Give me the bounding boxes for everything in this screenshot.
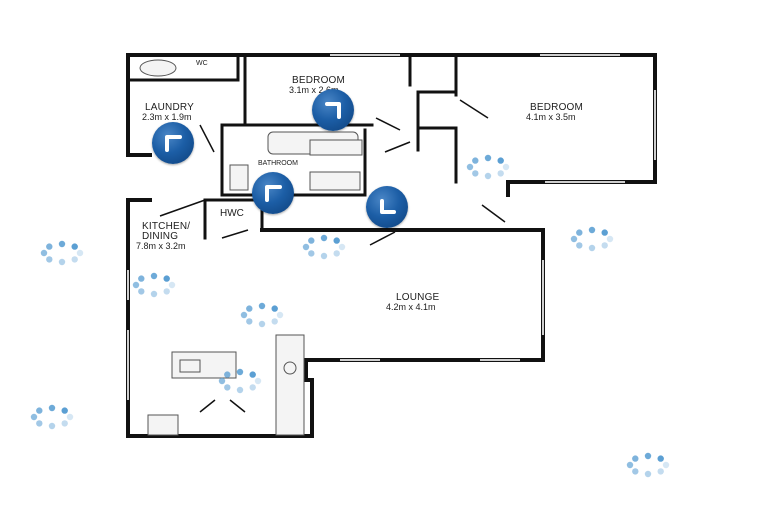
room-label-kitchen-line1: KITCHEN/ bbox=[142, 221, 191, 232]
room-label-bedroom-2: BEDROOM bbox=[292, 75, 346, 86]
wall-lounge-bottom bbox=[304, 358, 545, 382]
room-label-bedroom-1: BEDROOM bbox=[530, 102, 584, 113]
toilet bbox=[139, 59, 177, 77]
room-label-wc: WC bbox=[196, 60, 208, 67]
room-size-bedroom-1: 4.1m x 3.5m bbox=[526, 112, 576, 122]
door-bed2 bbox=[375, 117, 401, 131]
loading-spinner-icon bbox=[298, 232, 350, 262]
room-label-bathroom: BATHROOM bbox=[258, 160, 298, 167]
door-bed1 bbox=[459, 99, 489, 119]
door-lounge bbox=[369, 231, 396, 246]
room-label-lounge: LOUNGE bbox=[396, 292, 440, 303]
loading-spinner-icon bbox=[622, 450, 674, 480]
camera-view-marker-icon[interactable] bbox=[152, 122, 194, 164]
door-bathroom bbox=[384, 141, 411, 153]
cupboard bbox=[309, 139, 363, 156]
hob bbox=[283, 361, 297, 375]
room-size-lounge: 4.2m x 4.1m bbox=[386, 302, 436, 312]
loading-spinner-icon bbox=[26, 402, 78, 432]
door-bottom bbox=[199, 399, 246, 413]
loading-spinner-icon bbox=[128, 270, 180, 300]
room-size-kitchen: 7.8m x 3.2m bbox=[136, 241, 186, 251]
camera-view-marker-icon[interactable] bbox=[366, 186, 408, 228]
room-size-laundry: 2.3m x 1.9m bbox=[142, 112, 192, 122]
door-kitchen bbox=[159, 199, 206, 217]
stove bbox=[147, 414, 179, 436]
wall-hall-closet bbox=[416, 90, 458, 152]
door-hall bbox=[481, 204, 506, 223]
bench-right bbox=[275, 334, 305, 436]
room-label-hwc: HWC bbox=[220, 208, 244, 219]
door-laundry bbox=[199, 124, 215, 153]
loading-spinner-icon bbox=[566, 224, 618, 254]
sink bbox=[179, 359, 201, 373]
camera-view-marker-icon[interactable] bbox=[312, 89, 354, 131]
bath-vanity-bottom bbox=[309, 171, 361, 191]
loading-spinner-icon bbox=[36, 238, 88, 268]
camera-view-marker-icon[interactable] bbox=[252, 172, 294, 214]
room-label-kitchen-line2: DINING bbox=[142, 231, 179, 242]
room-label-laundry: LAUNDRY bbox=[145, 102, 195, 113]
room-size-bedroom-2: 3.1m x 2.6m bbox=[289, 85, 339, 95]
wall-kitchen-right bbox=[304, 378, 314, 438]
wall-bedroom-bottom bbox=[506, 180, 657, 197]
vanity bbox=[229, 164, 249, 191]
loading-spinner-icon bbox=[462, 152, 514, 182]
door-hwc bbox=[221, 229, 249, 239]
loading-spinner-icon bbox=[236, 300, 288, 330]
loading-spinner-icon bbox=[214, 366, 266, 396]
